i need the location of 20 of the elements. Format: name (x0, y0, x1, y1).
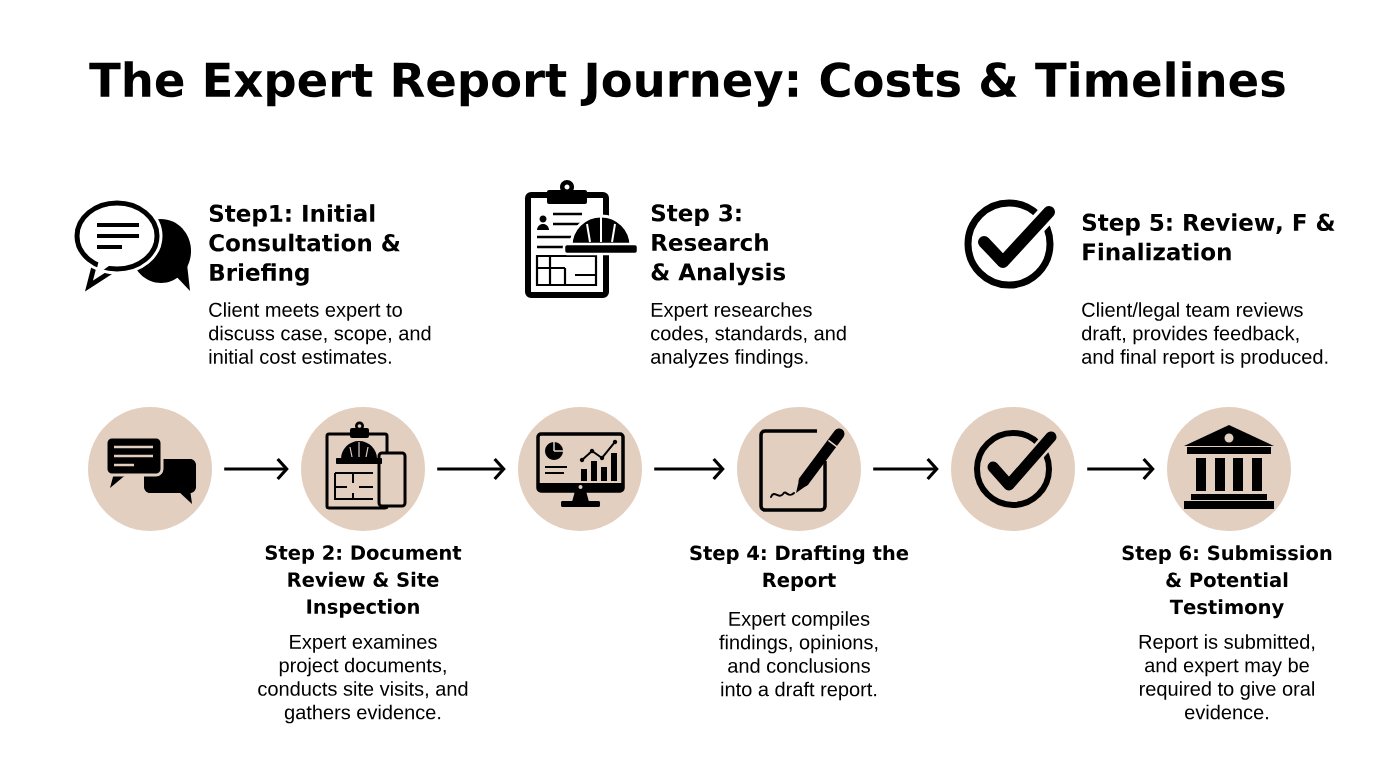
step-description: Expert compiles findings, opinions, and conclusions into a draft report. (719, 611, 878, 701)
step-heading: Step 2: Document Review & Site Inspection (265, 545, 462, 618)
step-heading: Step 5: Review, F & Finalization (1082, 213, 1335, 261)
step-description: Expert examines project documents, conducts site visits, and gathers evidence. (258, 634, 468, 724)
arrow (873, 457, 939, 481)
step-circle (737, 407, 861, 531)
arrow (1087, 457, 1155, 481)
step-heading: Step1: Initial Consultation & Briefing (209, 204, 400, 286)
step-description: Report is submitted, and expert may be required to give oral evidence. (1139, 634, 1315, 720)
step-description: Client meets expert to discuss case, scope, and initial cost estimates. (209, 302, 431, 364)
step-circle (951, 407, 1075, 531)
step-heading: Step 4: Drafting the Report (690, 545, 909, 592)
title: The Expert Report Journey: Costs & Timelines (89, 61, 1285, 107)
step-description: Client/legal team reviews draft, provides feedback, and final report is produced. (1082, 302, 1328, 368)
arrow (437, 457, 506, 481)
arrow (654, 457, 725, 481)
step-description: Expert researches codes, standards, and analyzes findings. (651, 302, 846, 368)
step-heading: Step 3: Research & Analysis (651, 204, 786, 286)
arrow (224, 457, 289, 481)
step-heading: Step 6: Submission & Potential Testimony (1122, 545, 1332, 619)
